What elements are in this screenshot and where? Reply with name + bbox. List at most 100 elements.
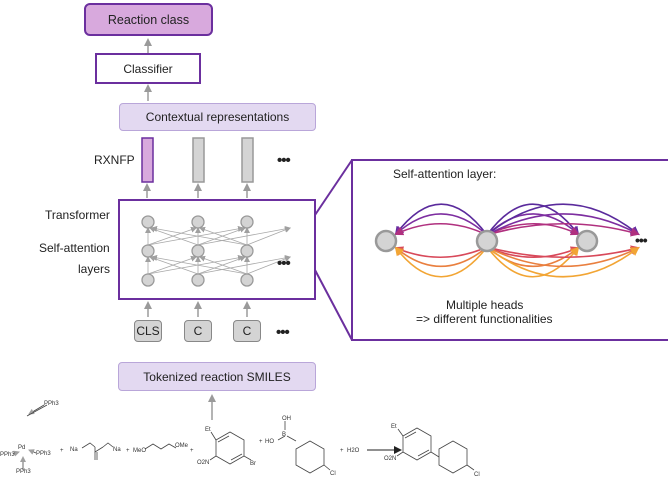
plus-2: + [126, 448, 130, 454]
attention-arc [394, 203, 488, 236]
transformer-edge [199, 226, 248, 246]
token-c-1: C [184, 320, 212, 342]
attention-arcs [394, 203, 640, 278]
transformer-label: Transformer [45, 208, 110, 222]
o2n-label: O2N [197, 460, 209, 466]
transformer-edge [147, 225, 244, 246]
attention-node-3 [575, 229, 599, 253]
attention-node-1 [374, 229, 398, 253]
contextual-representations-label: Contextual representations [145, 110, 290, 124]
tokenized-smiles-label: Tokenized reaction SMILES [143, 369, 291, 384]
detail-panel-border [351, 159, 668, 341]
layers-label: layers [78, 262, 111, 276]
oh-label: OH [282, 416, 291, 422]
token-cls: CLS [134, 320, 162, 342]
na-right: Na [113, 447, 121, 453]
token-c-1-label: C [193, 324, 203, 338]
token-c-2: C [233, 320, 261, 342]
classifier-box: Classifier [95, 53, 201, 84]
boronic-acid [277, 421, 331, 474]
transformer-edge [246, 256, 291, 275]
token-vector-3 [241, 137, 254, 183]
reaction-scheme [12, 404, 475, 474]
transformer-edge [197, 255, 246, 275]
rxnfp-vector [141, 137, 154, 183]
transformer-edge [197, 225, 291, 246]
transformer-edge [151, 225, 248, 246]
meo-label: MeO [133, 448, 146, 454]
classifier-label: Classifier [123, 61, 173, 76]
cl-label: Cl [330, 471, 336, 477]
plus-5: + [340, 448, 344, 454]
product-et-label: Et [391, 424, 397, 430]
transformer-edge [147, 254, 244, 275]
aryl-bromide-ring [209, 431, 252, 465]
water-label: H2O [347, 448, 360, 454]
ligand-right: PPh3 [36, 451, 51, 457]
caption-line-2: => different functionalities [416, 312, 553, 326]
transformer-edge [147, 226, 197, 246]
reaction-class-box: Reaction class [84, 3, 213, 36]
transformer-edge [149, 226, 199, 246]
attention-arc [486, 222, 640, 237]
self-attention-label: Self-attention [39, 241, 110, 255]
token-vector-2 [192, 137, 205, 183]
transformer-edge [197, 226, 246, 246]
product-o2n-label: O2N [384, 456, 396, 462]
token-c-2-label: C [242, 324, 252, 338]
product-cl-label: Cl [474, 472, 480, 477]
transformer-edges [145, 225, 291, 275]
vectors-ellipsis: ••• [277, 152, 291, 169]
ho-label: HO [265, 439, 274, 445]
transformer-node [191, 215, 205, 229]
ligand-left: PPh3 [0, 452, 15, 458]
rxnfp-label: RXNFP [94, 153, 135, 167]
product-biaryl [396, 427, 475, 474]
transformer-edge [246, 227, 291, 246]
pd-label: Pd [18, 445, 25, 451]
transformer-node [240, 273, 254, 287]
reaction-class-label: Reaction class [107, 12, 190, 27]
transformer-node [191, 244, 205, 258]
transformer-node [141, 273, 155, 287]
plus-3: + [190, 448, 194, 454]
transformer-node [240, 215, 254, 229]
attention-arc [486, 246, 640, 278]
ligand-top: PPh3 [44, 401, 59, 407]
transformer-ellipsis: ••• [277, 255, 291, 272]
sodium-carbonate [81, 442, 114, 460]
zoom-connector-bottom [314, 269, 353, 341]
attention-arc [486, 203, 580, 236]
attention-arc [486, 246, 580, 278]
transformer-edge [151, 254, 248, 275]
attention-arc [486, 213, 640, 236]
transformer-node [191, 273, 205, 287]
ligand-bottom: PPh3 [16, 469, 31, 475]
transformer-edge [147, 255, 197, 275]
dme-chain [144, 443, 177, 450]
transformer-node [141, 244, 155, 258]
attention-arc [486, 246, 640, 268]
attention-arc [394, 246, 488, 268]
transformer-edge [199, 255, 248, 275]
transformer-node [141, 215, 155, 229]
attention-arc [394, 213, 488, 236]
attention-arc [394, 222, 488, 236]
transformer-edge [149, 255, 199, 275]
caption-line-1: Multiple heads [446, 298, 524, 312]
reaction-labels: PPh3 Pd PPh3 PPh3 PPh3 + Na Na + MeO OMe… [0, 401, 480, 477]
zoom-connector-top [314, 159, 353, 216]
na-left: Na [70, 447, 78, 453]
attention-arc [394, 246, 488, 278]
pipeline-arrows [143, 38, 251, 420]
transformer-nodes [141, 215, 254, 287]
plus-1: + [60, 448, 64, 454]
attention-arc [486, 203, 640, 236]
transformer-node [240, 244, 254, 258]
b-label: B [282, 432, 286, 438]
tokenized-smiles-box: Tokenized reaction SMILES [118, 362, 316, 391]
detail-panel-title: Self-attention layer: [393, 167, 497, 181]
ome-label: OMe [175, 443, 189, 449]
et-label: Et [205, 427, 211, 433]
